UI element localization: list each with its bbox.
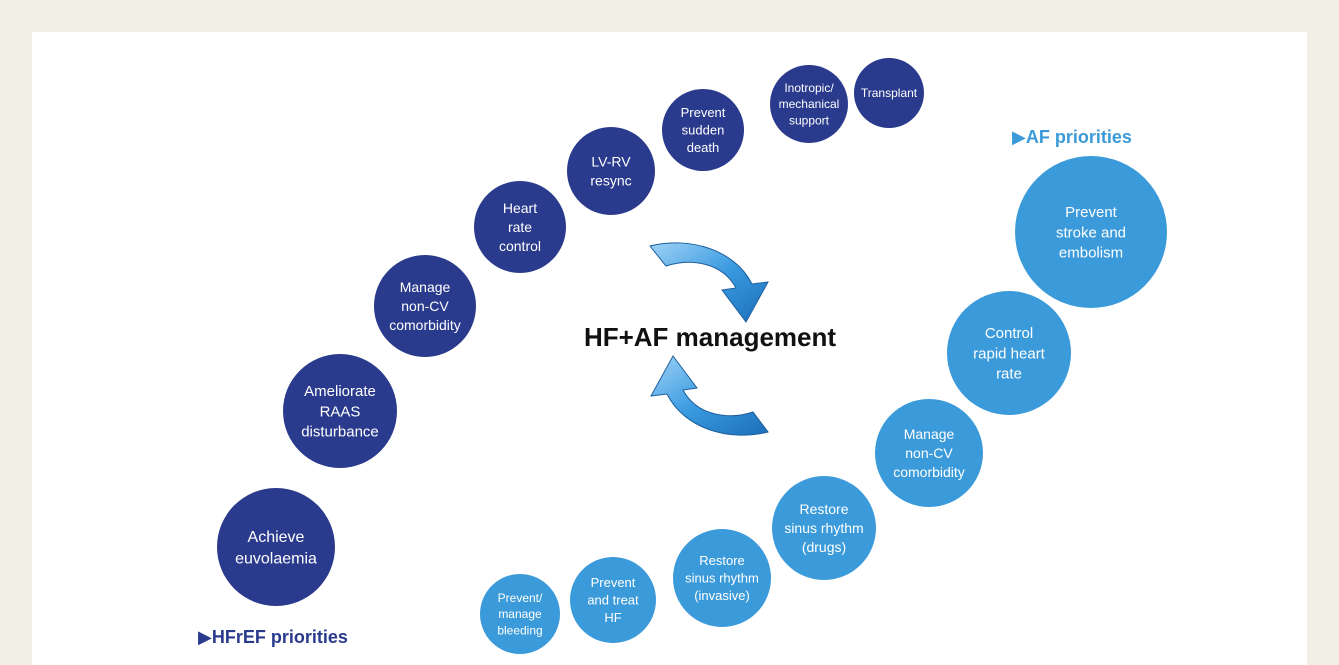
af-circle-shape xyxy=(1015,156,1167,308)
af-circle-label-line: and treat xyxy=(587,593,639,608)
hfref-circle-label-line: RAAS xyxy=(320,403,361,420)
af-circle-label-line: embolism xyxy=(1059,245,1123,262)
hfref-circle-label-line: Heart xyxy=(503,200,537,216)
hfref-circle-label-line: sudden xyxy=(682,123,725,138)
af-circle-shape xyxy=(772,476,876,580)
hfref-circle-label-line: non-CV xyxy=(401,298,449,314)
hfref-circle-label-line: Ameliorate xyxy=(304,383,376,400)
af-circle-label-line: Restore xyxy=(699,553,745,568)
af-circle-manage-non-cv-comorbidity: Manage non-CV comorbidity xyxy=(875,399,983,507)
hfref-circle-label-line: Manage xyxy=(400,279,451,295)
hfref-circle-lv-rv-resync: LV-RV resync xyxy=(567,127,655,215)
hfref-circle-shape xyxy=(474,181,566,273)
af-circle-label-line: non-CV xyxy=(905,445,953,461)
af-circle-label-line: sinus rhythm xyxy=(784,520,863,536)
hfref-circle-shape xyxy=(283,354,397,468)
af-priorities-heading: ▶AF priorities xyxy=(1012,127,1132,147)
af-circle-label-line: bleeding xyxy=(497,623,542,637)
hfref-circle-transplant: Transplant xyxy=(854,58,924,128)
hfref-circle-shape xyxy=(770,65,848,143)
af-circle-prevent-stroke-and-embolism: Prevent stroke and embolism xyxy=(1015,156,1167,308)
af-circle-shape xyxy=(480,574,560,654)
center-title: HF+AF management xyxy=(584,322,836,352)
af-circle-restore-sinus-rhythm-drugs: Restore sinus rhythm (drugs) xyxy=(772,476,876,580)
hfref-circle-shape xyxy=(662,89,744,171)
hfref-circle-label-line: control xyxy=(499,238,541,254)
hfref-circle-achieve-euvolaemia: Achieve euvolaemia xyxy=(217,488,335,606)
hfref-circle-shape xyxy=(854,58,924,128)
af-circle-shape xyxy=(673,529,771,627)
hfref-circle-shape xyxy=(217,488,335,606)
hfref-circle-label-line: comorbidity xyxy=(389,317,461,333)
af-circle-label-line: Prevent xyxy=(1065,204,1118,221)
hfref-circle-label-line: euvolaemia xyxy=(235,550,317,567)
af-circle-label-line: Restore xyxy=(799,501,848,517)
hfref-circle-prevent-sudden-death: Prevent sudden death xyxy=(662,89,744,171)
hfref-circle-label-line: disturbance xyxy=(301,424,379,441)
cycle-arrow-bottom-icon xyxy=(650,355,769,436)
hfref-circle-heart-rate-control: Heart rate control xyxy=(474,181,566,273)
hfref-circle-shape xyxy=(374,255,476,357)
hfref-circle-label-line: Prevent xyxy=(681,105,726,120)
hfref-circle-label-line: Transplant xyxy=(861,86,918,100)
af-circle-label-line: Prevent/ xyxy=(498,591,543,605)
hfref-circle-label-line: Inotropic/ xyxy=(784,81,834,95)
af-circle-label-line: HF xyxy=(604,610,621,625)
hfref-circle-label-line: mechanical xyxy=(779,97,840,111)
af-circle-label-line: (invasive) xyxy=(694,588,750,603)
af-circle-control-rapid-heart-rate: Control rapid heart rate xyxy=(947,291,1071,415)
af-circle-label-line: rate xyxy=(996,366,1022,383)
af-circle-label-line: Control xyxy=(985,325,1033,342)
af-circle-label-line: Prevent xyxy=(591,575,636,590)
af-circle-label-line: rapid heart xyxy=(973,345,1046,362)
cycle-arrow-top-icon xyxy=(649,242,769,323)
af-circle-shape xyxy=(570,557,656,643)
af-circle-label-line: (drugs) xyxy=(802,539,846,555)
af-circle-prevent-manage-bleeding: Prevent/manage bleeding xyxy=(480,574,560,654)
af-circle-label-line: comorbidity xyxy=(893,464,965,480)
af-circle-label-line: Manage xyxy=(904,426,955,442)
af-circle-label-line: manage xyxy=(498,607,542,621)
af-circle-shape xyxy=(875,399,983,507)
af-circle-shape xyxy=(947,291,1071,415)
hfref-circle-inotropic-mechanical-support: Inotropic/mechanical support xyxy=(770,65,848,143)
hfref-circle-label-line: Achieve xyxy=(248,529,305,546)
hfref-circle-label-line: death xyxy=(687,140,720,155)
hfref-circle-shape xyxy=(567,127,655,215)
hfref-circle-label-line: rate xyxy=(508,219,532,235)
hfref-circle-manage-non-cv-comorbidity: Manage non-CV comorbidity xyxy=(374,255,476,357)
af-circle-label-line: sinus rhythm xyxy=(685,571,759,586)
hfref-circle-label-line: LV-RV xyxy=(591,153,631,169)
af-circle-restore-sinus-rhythm-invasive: Restore sinus rhythm (invasive) xyxy=(673,529,771,627)
hfref-priorities-heading: ▶HFrEF priorities xyxy=(198,627,348,647)
hfref-circle-label-line: resync xyxy=(590,172,631,188)
hfref-circle-label-line: support xyxy=(789,113,830,127)
af-circle-label-line: stroke and xyxy=(1056,224,1126,241)
